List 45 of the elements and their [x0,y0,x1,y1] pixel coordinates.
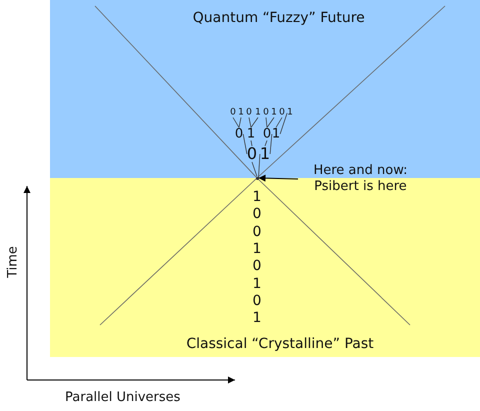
binary-digit: 1 [272,128,280,140]
connector-line [238,117,242,128]
connector-line [252,162,258,177]
binary-digit: 0 [230,108,236,118]
connector-line [280,112,288,134]
binary-digit: 1 [271,108,277,118]
binary-digit: 0 [246,146,258,162]
binary-digit: 1 [252,190,262,204]
connector-line [250,117,258,128]
binary-digit: 0 [252,224,262,239]
binary-digit: 1 [246,128,256,140]
connector-line [276,117,282,128]
binary-digit: 0 [279,108,285,118]
connector-line [242,134,248,154]
connector-line [232,117,240,128]
binary-digit: 0 [246,108,252,118]
binary-digit: 1 [252,311,262,326]
axis-label: Time [6,246,20,278]
binary-digit: 0 [262,128,272,140]
region-title: Classical “Crystalline” Past [186,335,374,353]
connector-line [270,134,272,154]
connector-line [250,140,252,146]
connector-line [258,154,260,178]
binary-digit: 1 [260,146,270,162]
region-band [50,178,480,357]
binary-digit: 1 [252,276,262,290]
axis-label: Parallel Universes [65,390,180,405]
binary-digit: 1 [287,108,293,118]
binary-digit: 0 [252,259,262,274]
junction-dot [256,176,258,180]
binary-digit: 0 [252,207,262,222]
arrow [258,174,298,182]
annotation-text: Here and now: Psibert is here [298,163,423,195]
binary-digit: 1 [238,108,244,118]
region-title: Quantum “Fuzzy” Future [192,9,365,27]
connector-line [266,117,274,128]
connector-line [266,117,268,128]
binary-digit: 1 [252,242,262,256]
connector-line [248,117,252,128]
binary-digit: 0 [263,108,269,118]
binary-digit: 1 [255,108,261,118]
binary-digit: 0 [234,128,244,140]
connector-line [264,140,268,146]
region-band [50,0,480,178]
binary-digit: 0 [252,294,262,308]
